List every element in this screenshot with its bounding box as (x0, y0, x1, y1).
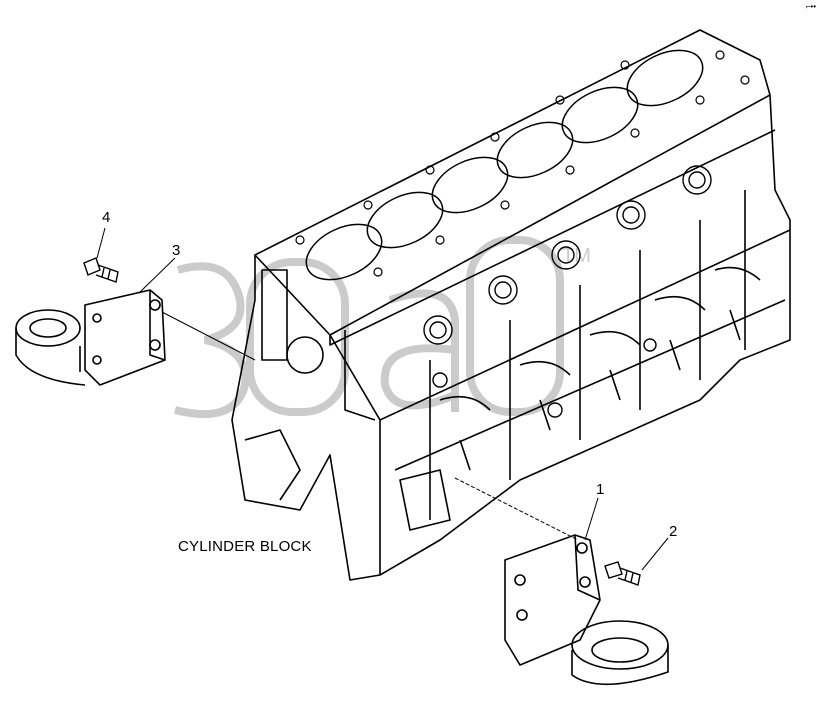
diagram-caption: CYLINDER BLOCK (178, 538, 312, 555)
callout-4: 4 (102, 209, 111, 226)
leader-lines (96, 227, 669, 571)
watermark-logo: TM (174, 236, 591, 419)
svg-text:TM: TM (562, 245, 591, 267)
corner-mark: ⌐•• (805, 2, 816, 11)
bolt-part-4 (83, 257, 119, 283)
callout-3: 3 (172, 242, 181, 259)
engine-mount-bracket-left (15, 289, 166, 386)
side-ports (423, 165, 712, 418)
engine-mount-bracket-right (504, 534, 669, 686)
callout-2: 2 (669, 523, 678, 540)
callout-1: 1 (596, 481, 605, 498)
cylinder-block (231, 29, 791, 581)
cylinder-bores (305, 49, 704, 281)
bolt-part-2 (604, 561, 641, 586)
deck-holes (295, 50, 750, 277)
